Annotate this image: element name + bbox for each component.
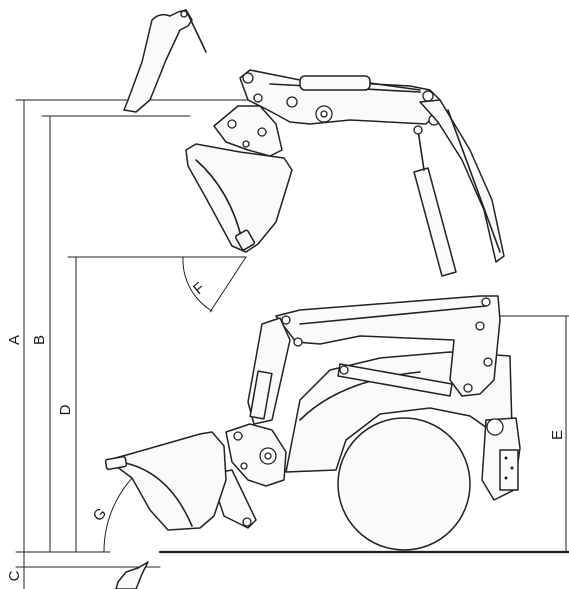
lower-boom-edge bbox=[299, 305, 487, 325]
upper-pivot-5 bbox=[253, 93, 263, 103]
rear-bracket-pivot bbox=[486, 418, 504, 436]
lower-main-pivot-center bbox=[264, 452, 272, 460]
upper-tilt-pin-3 bbox=[242, 140, 250, 148]
rolled-bucket-inner bbox=[119, 461, 193, 527]
lower-lift-cylinder-pin bbox=[339, 365, 349, 375]
label-g: G bbox=[90, 505, 110, 525]
upper-tower-cylinder bbox=[413, 167, 457, 277]
lower-boom-pin-3 bbox=[481, 297, 491, 307]
upper-tilt-plate bbox=[213, 105, 283, 157]
rolled-bucket-cutting-edge bbox=[104, 455, 128, 471]
label-e: E bbox=[549, 430, 566, 440]
upper-tower-arm bbox=[419, 99, 505, 263]
lowered-loader-assembly bbox=[104, 295, 521, 589]
dumped-bucket-cutting-edge bbox=[234, 229, 256, 251]
dump-angle-ray bbox=[209, 256, 247, 313]
label-c: C bbox=[6, 570, 23, 581]
lower-bucket-pin bbox=[242, 517, 252, 527]
upper-tower-pin bbox=[413, 125, 423, 135]
upper-pivot-1 bbox=[242, 72, 254, 84]
label-a: A bbox=[6, 335, 23, 345]
label-f: F bbox=[190, 279, 208, 298]
raised-bucket-pin bbox=[180, 10, 188, 18]
fully-raised-bucket bbox=[123, 9, 193, 113]
raised-loader-assembly bbox=[123, 9, 505, 277]
upper-tilt-pin-2 bbox=[257, 127, 267, 137]
label-b: B bbox=[31, 335, 48, 345]
below-grade-bucket-tip bbox=[115, 561, 149, 589]
lower-boom-pin-1 bbox=[281, 315, 291, 325]
lower-lift-cylinder bbox=[337, 363, 453, 397]
upper-tilt-pin-1 bbox=[227, 119, 237, 129]
lower-boom-pin-5 bbox=[483, 357, 493, 367]
upper-tower-edge bbox=[447, 109, 501, 253]
lower-boom-pin-2 bbox=[293, 337, 303, 347]
mount-bolt-3 bbox=[504, 476, 508, 480]
fender-edge bbox=[299, 371, 421, 421]
upper-lift-cylinder bbox=[299, 75, 371, 91]
raised-bucket-edge bbox=[185, 9, 207, 53]
upper-pivot-2 bbox=[286, 96, 298, 108]
upper-tower-rod bbox=[417, 129, 425, 171]
lower-boom-pin-6 bbox=[463, 383, 473, 393]
mount-bolt-2 bbox=[510, 466, 514, 470]
mount-bolt-1 bbox=[504, 456, 508, 460]
upper-pivot-3 bbox=[422, 90, 434, 102]
rolled-back-bucket bbox=[107, 431, 227, 531]
upper-lift-rod bbox=[369, 82, 421, 91]
dimension-lines bbox=[15, 99, 569, 589]
label-d: D bbox=[57, 404, 74, 415]
lower-tilt-pin-2 bbox=[240, 462, 248, 470]
upper-main-pivot-center bbox=[320, 110, 328, 118]
mount-plate bbox=[499, 449, 519, 491]
lower-tilt-cylinder bbox=[249, 370, 273, 420]
tractor-rear-wheel bbox=[337, 417, 471, 551]
dumped-bucket-inner bbox=[195, 159, 243, 241]
lower-tilt-pin-1 bbox=[233, 431, 243, 441]
lower-boom-pin-4 bbox=[475, 321, 485, 331]
dumped-bucket bbox=[185, 143, 293, 253]
dump-angle-arc bbox=[182, 256, 213, 312]
